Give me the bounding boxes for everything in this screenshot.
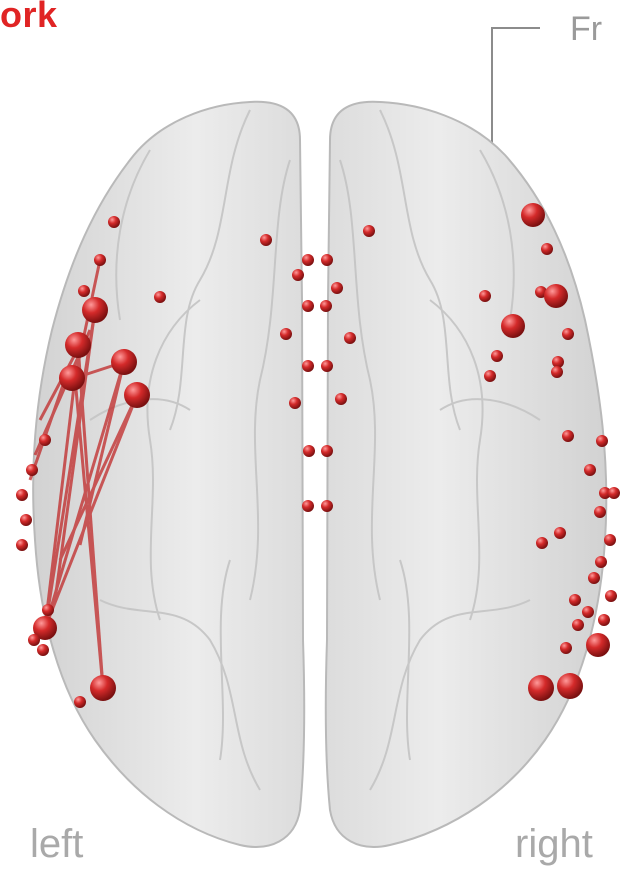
node	[321, 254, 333, 266]
node	[484, 370, 496, 382]
node	[501, 314, 525, 338]
node	[562, 430, 574, 442]
node	[303, 445, 315, 457]
node	[28, 634, 40, 646]
node	[582, 606, 594, 618]
node	[154, 291, 166, 303]
node	[551, 366, 563, 378]
node	[541, 243, 553, 255]
node	[321, 445, 333, 457]
node	[321, 500, 333, 512]
node	[39, 434, 51, 446]
right-hemisphere	[326, 102, 607, 847]
node	[572, 619, 584, 631]
left-hemisphere-label: left	[30, 822, 83, 867]
node	[521, 203, 545, 227]
node	[16, 489, 28, 501]
node	[331, 282, 343, 294]
node	[302, 300, 314, 312]
node	[557, 673, 583, 699]
node	[320, 300, 332, 312]
node	[584, 464, 596, 476]
node	[302, 500, 314, 512]
node	[604, 534, 616, 546]
node	[59, 365, 85, 391]
node	[569, 594, 581, 606]
node	[554, 527, 566, 539]
node	[42, 604, 54, 616]
node	[289, 397, 301, 409]
node	[90, 675, 116, 701]
node	[363, 225, 375, 237]
node	[608, 487, 620, 499]
node	[82, 297, 108, 323]
node	[491, 350, 503, 362]
node	[74, 696, 86, 708]
callout-leader-line	[492, 28, 540, 150]
node	[544, 284, 568, 308]
node	[26, 464, 38, 476]
node	[302, 360, 314, 372]
node	[586, 633, 610, 657]
node	[562, 328, 574, 340]
right-hemisphere-label: right	[515, 822, 593, 867]
node	[596, 435, 608, 447]
node	[321, 360, 333, 372]
node	[594, 506, 606, 518]
node	[65, 332, 91, 358]
node	[292, 269, 304, 281]
node	[479, 290, 491, 302]
node	[94, 254, 106, 266]
node	[37, 644, 49, 656]
node	[598, 614, 610, 626]
node	[335, 393, 347, 405]
node	[595, 556, 607, 568]
node	[78, 285, 90, 297]
node	[280, 328, 292, 340]
node	[605, 590, 617, 602]
node	[302, 254, 314, 266]
node	[108, 216, 120, 228]
node	[528, 675, 554, 701]
node	[111, 349, 137, 375]
node	[344, 332, 356, 344]
node	[536, 537, 548, 549]
node	[588, 572, 600, 584]
node	[16, 539, 28, 551]
node	[260, 234, 272, 246]
node	[20, 514, 32, 526]
node	[560, 642, 572, 654]
node	[124, 382, 150, 408]
